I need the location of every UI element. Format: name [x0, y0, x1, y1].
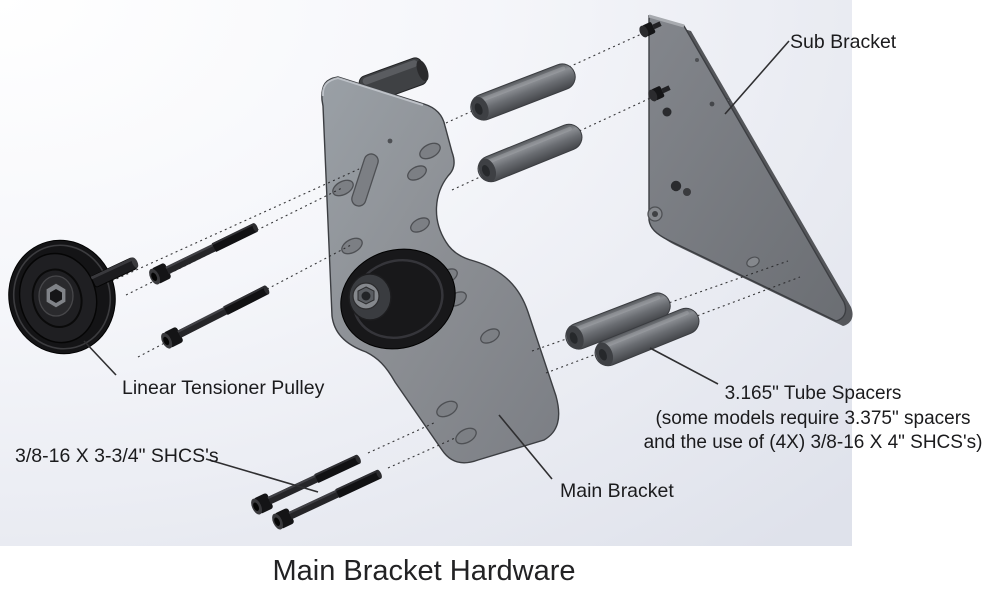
- diagram-title: Main Bracket Hardware: [273, 555, 576, 587]
- label-tube-spacers-line3: and the use of (4X) 3/8-16 X 4" SHCS's): [644, 432, 983, 453]
- bracket-slot: [351, 153, 379, 207]
- label-shcs: 3/8-16 X 3-3/4" SHCS's: [15, 445, 219, 467]
- leader-tube-spacers: [649, 347, 719, 385]
- sub-bracket-plate: [648, 15, 847, 322]
- label-sub-bracket: Sub Bracket: [790, 31, 897, 53]
- leader-main-bracket: [498, 414, 553, 480]
- leader-shcs: [205, 458, 319, 493]
- linear-tensioner-pulley: [8, 239, 116, 355]
- pulley-shaft: [90, 257, 139, 288]
- leader-lines: [83, 40, 790, 493]
- label-tube-spacers-line2: (some models require 3.375" spacers: [655, 408, 970, 429]
- label-tube-spacers-line1: 3.165" Tube Spacers: [725, 383, 902, 404]
- leader-sub-bracket: [724, 40, 790, 115]
- sub-bracket-holes: [647, 58, 760, 268]
- label-linear-tensioner-pulley: Linear Tensioner Pulley: [122, 377, 325, 399]
- sub-bracket: [647, 14, 853, 326]
- label-tube-spacers: 3.165" Tube Spacers (some models require…: [644, 383, 983, 453]
- bracket-roller: [340, 248, 456, 350]
- label-main-bracket: Main Bracket: [560, 480, 674, 502]
- leader-pulley: [83, 340, 117, 376]
